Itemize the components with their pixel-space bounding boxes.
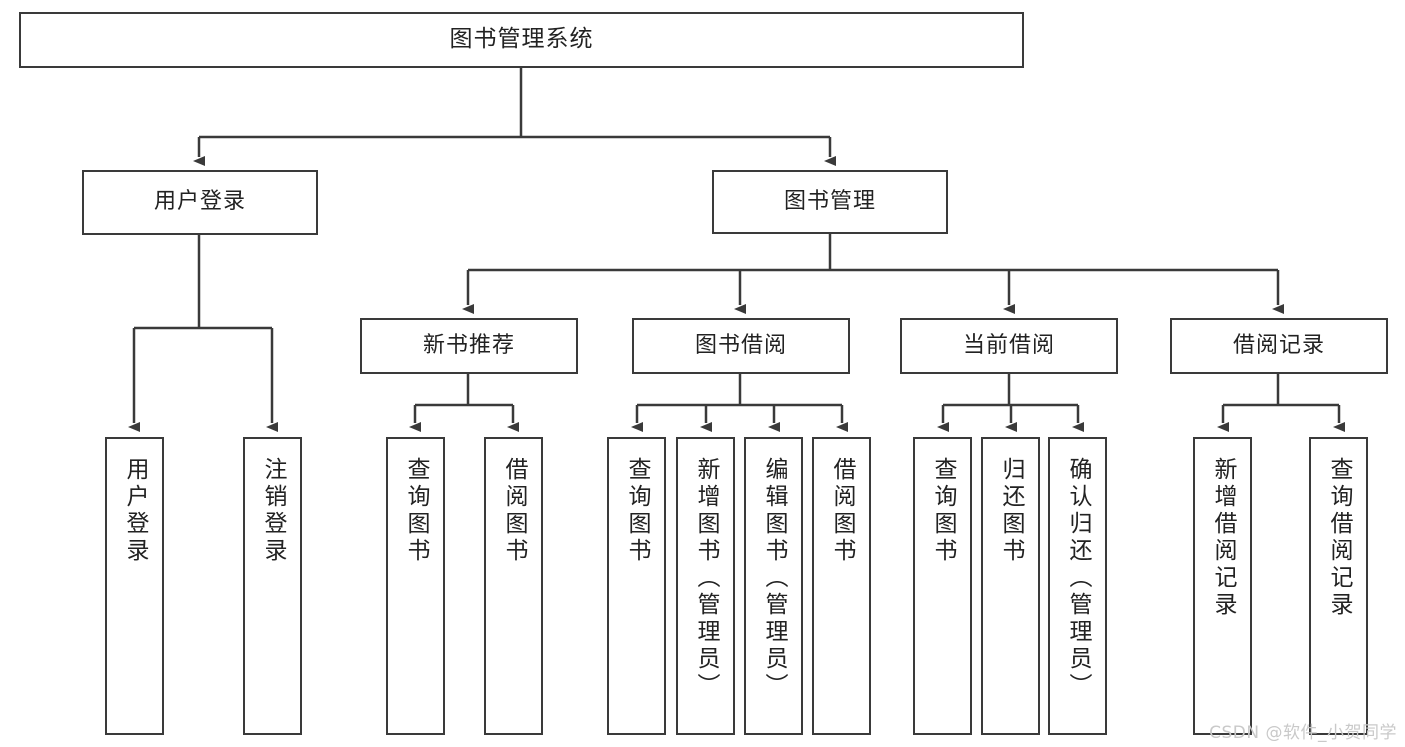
leaf-book-borrow-edit[interactable]: 编辑图书（管理员） (744, 437, 803, 735)
leaf-borrow-record-query[interactable]: 查询借阅记录 (1309, 437, 1368, 735)
node-label: 用户登录 (153, 189, 246, 215)
node-label: 当前借阅 (962, 332, 1055, 358)
node-borrow-record[interactable]: 借阅记录 (1170, 318, 1388, 374)
node-user-login[interactable]: 用户登录 (82, 170, 318, 235)
node-label: 编辑图书（管理员） (761, 457, 787, 700)
leaf-new-book-borrow[interactable]: 借阅图书 (484, 437, 543, 735)
node-label: 借阅图书 (501, 457, 527, 565)
node-label: 查询图书 (403, 457, 429, 565)
node-label: 图书借阅 (694, 332, 787, 358)
node-label: 归还图书 (998, 457, 1024, 565)
leaf-new-book-query[interactable]: 查询图书 (386, 437, 445, 735)
leaf-book-borrow-query[interactable]: 查询图书 (607, 437, 666, 735)
leaf-current-borrow-confirm-return[interactable]: 确认归还（管理员） (1048, 437, 1107, 735)
node-label: 图书管理系统 (449, 26, 594, 53)
node-label: 查询图书 (624, 457, 650, 565)
leaf-user-login-logout[interactable]: 注销登录 (243, 437, 302, 735)
node-new-book-recommend[interactable]: 新书推荐 (360, 318, 578, 374)
leaf-current-borrow-return[interactable]: 归还图书 (981, 437, 1040, 735)
node-label: 用户登录 (122, 457, 148, 565)
node-label: 新增图书（管理员） (693, 457, 719, 700)
node-book-management[interactable]: 图书管理 (712, 170, 948, 234)
node-label: 查询图书 (930, 457, 956, 565)
node-label: 确认归还（管理员） (1065, 457, 1091, 700)
leaf-borrow-record-add[interactable]: 新增借阅记录 (1193, 437, 1252, 735)
node-label: 图书管理 (783, 188, 876, 214)
node-label: 借阅图书 (829, 457, 855, 565)
node-label: 注销登录 (260, 457, 286, 565)
node-root-system[interactable]: 图书管理系统 (19, 12, 1024, 68)
watermark-text: CSDN @软件_小贺同学 (1209, 723, 1397, 743)
leaf-user-login-login[interactable]: 用户登录 (105, 437, 164, 735)
node-label: 新书推荐 (422, 332, 515, 358)
node-current-borrow[interactable]: 当前借阅 (900, 318, 1118, 374)
node-label: 借阅记录 (1232, 332, 1325, 358)
node-book-borrow[interactable]: 图书借阅 (632, 318, 850, 374)
leaf-current-borrow-query[interactable]: 查询图书 (913, 437, 972, 735)
leaf-book-borrow-add[interactable]: 新增图书（管理员） (676, 437, 735, 735)
leaf-book-borrow-borrow[interactable]: 借阅图书 (812, 437, 871, 735)
node-label: 查询借阅记录 (1326, 457, 1352, 619)
node-label: 新增借阅记录 (1210, 457, 1236, 619)
